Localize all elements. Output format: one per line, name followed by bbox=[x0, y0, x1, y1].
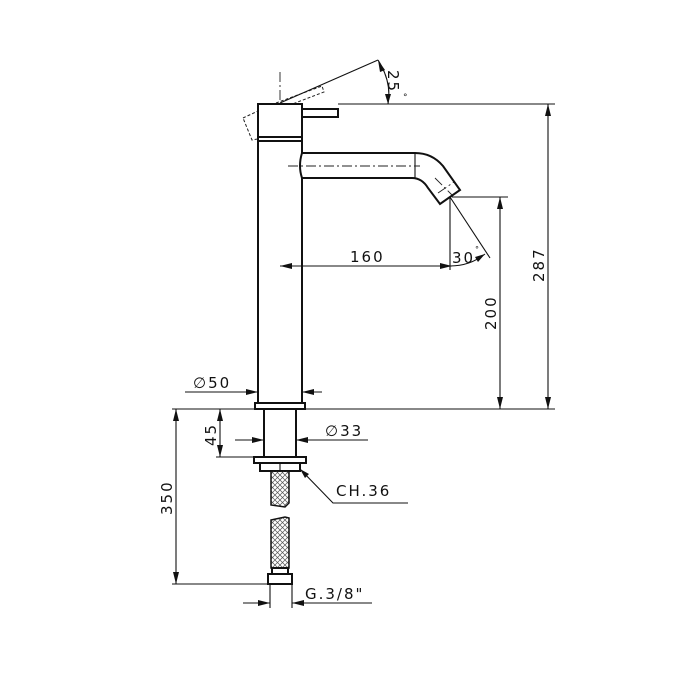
spout-height-label: 200 bbox=[482, 295, 500, 330]
dim-spout-height: 200 bbox=[452, 196, 508, 409]
hose-length-label: 350 bbox=[158, 480, 176, 515]
spout-reach-label: 160 bbox=[350, 248, 385, 266]
spout-angle-unit: ° bbox=[475, 245, 481, 254]
hose-thread-label: G.3/8" bbox=[305, 585, 364, 603]
hose-fitting bbox=[267, 573, 293, 585]
handle-angle-label: 25 bbox=[384, 70, 402, 93]
shank-length-label: 45 bbox=[202, 423, 220, 446]
hose-lower bbox=[270, 516, 290, 569]
handle-cap bbox=[257, 103, 303, 138]
shank bbox=[263, 408, 297, 458]
faucet-body bbox=[254, 103, 462, 410]
dim-spout-reach: 160 bbox=[280, 248, 452, 269]
body-column bbox=[257, 140, 303, 404]
shank-diameter-label: ∅33 bbox=[325, 422, 363, 440]
dim-shank-diameter: ∅33 bbox=[235, 422, 368, 443]
spout-angle-label: 30 bbox=[452, 249, 475, 267]
dim-spout-angle: 30 ° bbox=[449, 196, 491, 270]
dim-total-height: 287 bbox=[305, 104, 555, 410]
body-diameter-label: ∅50 bbox=[193, 374, 231, 392]
nut-wrench-label: CH.36 bbox=[336, 482, 391, 500]
dim-nut-wrench: CH.36 bbox=[299, 468, 408, 504]
dim-shank-length: 45 bbox=[202, 409, 260, 458]
dim-hose-length: 350 bbox=[158, 408, 270, 585]
total-height-label: 287 bbox=[530, 247, 548, 282]
handle-lever bbox=[301, 108, 339, 118]
dim-body-diameter: ∅50 bbox=[185, 374, 322, 395]
handle-angle-unit: ° bbox=[403, 93, 410, 103]
hose-upper bbox=[270, 470, 290, 508]
shank-and-hose bbox=[253, 408, 307, 585]
dim-hose-thread: G.3/8" bbox=[243, 584, 372, 608]
dim-handle-angle: 25 ° bbox=[279, 59, 555, 105]
